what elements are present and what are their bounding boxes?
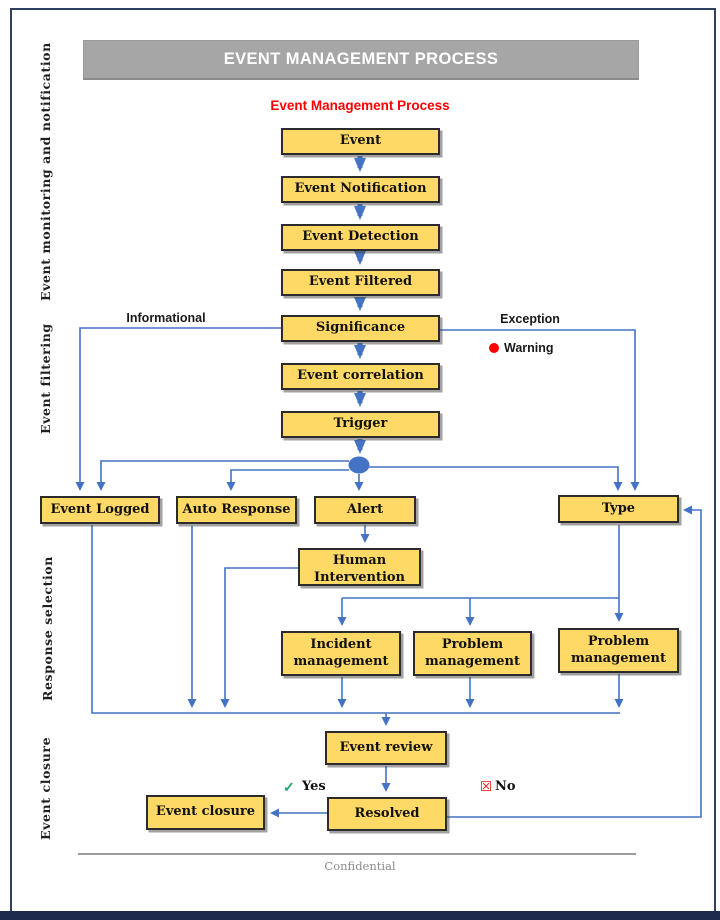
page-border-top bbox=[10, 8, 716, 10]
node-trigger: Trigger bbox=[281, 411, 440, 438]
label-no: No bbox=[495, 779, 516, 794]
section-label-response: Response selection bbox=[40, 556, 55, 701]
yes-check-icon: ✓ bbox=[283, 779, 295, 795]
page-border-left bbox=[10, 8, 12, 912]
node-event-detection: Event Detection bbox=[281, 224, 440, 251]
junction-dot bbox=[348, 456, 370, 474]
node-resolved: Resolved bbox=[327, 797, 447, 831]
label-informational: Informational bbox=[126, 311, 206, 325]
node-event-review: Event review bbox=[325, 731, 447, 765]
no-cross-icon: ☒ bbox=[480, 779, 493, 794]
section-label-filtering: Event filtering bbox=[38, 323, 53, 434]
node-event: Event bbox=[281, 128, 440, 155]
page-border-bottom bbox=[0, 911, 720, 920]
node-event-logged: Event Logged bbox=[40, 496, 160, 524]
node-type: Type bbox=[558, 495, 679, 523]
node-auto-response: Auto Response bbox=[176, 496, 297, 524]
node-event-notification: Event Notification bbox=[281, 176, 440, 203]
node-significance: Significance bbox=[281, 315, 440, 342]
footer-divider bbox=[78, 853, 636, 855]
footer-confidential: Confidential bbox=[324, 859, 396, 873]
node-event-closure: Event closure bbox=[146, 795, 265, 830]
section-label-monitoring: Event monitoring and notification bbox=[38, 42, 53, 301]
node-event-filtered: Event Filtered bbox=[281, 269, 440, 296]
node-alert: Alert bbox=[314, 496, 416, 524]
section-label-closure: Event closure bbox=[38, 736, 53, 840]
label-warning: Warning bbox=[504, 341, 554, 355]
node-problem-management-1: Problem management bbox=[413, 631, 532, 676]
diagram-title: Event Management Process bbox=[270, 98, 450, 113]
header-title: EVENT MANAGEMENT PROCESS bbox=[223, 50, 499, 68]
node-problem-management-2: Problem management bbox=[558, 628, 679, 673]
warning-dot-icon bbox=[489, 343, 499, 353]
label-exception: Exception bbox=[500, 312, 560, 326]
node-human-intervention: Human Intervention bbox=[298, 548, 421, 586]
node-incident-management: Incident management bbox=[281, 631, 401, 676]
node-event-correlation: Event correlation bbox=[281, 363, 440, 390]
page-border-right bbox=[714, 8, 716, 912]
label-yes: Yes bbox=[302, 779, 326, 794]
header-bar: EVENT MANAGEMENT PROCESS bbox=[83, 40, 639, 80]
